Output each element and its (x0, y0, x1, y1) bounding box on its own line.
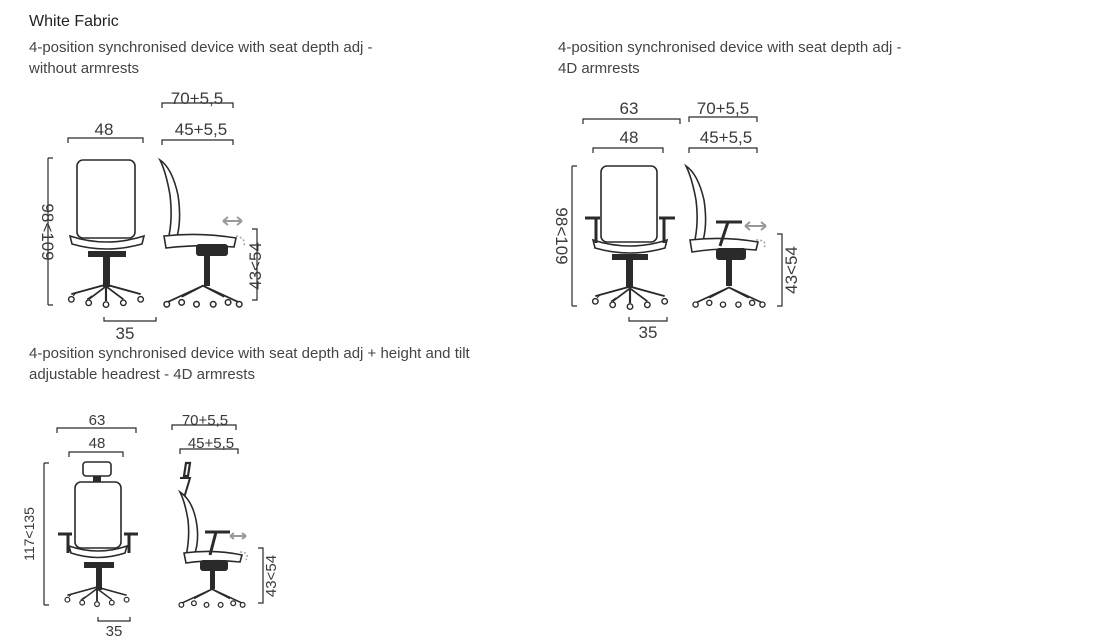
variant-1-description: 4-position synchronised device with seat… (29, 39, 373, 77)
variant-2-height-label: 98<109 (552, 207, 571, 264)
variant-3-seat-height-label: 43<54 (263, 555, 280, 597)
variant-2-depth-top-label: 70+5,5 (697, 99, 749, 118)
variant-2-description: 4-position synchronised device with seat… (558, 39, 902, 77)
variant-3-width-top-label: 63 (89, 412, 106, 429)
variant-2-width-label: 48 (620, 128, 639, 147)
variant-1-depth-top-label: 70+5,5 (171, 89, 223, 108)
variant-3-depth-top-label: 70+5,5 (182, 412, 228, 429)
variant-2-front-view (571, 118, 681, 322)
variant-2-side-view (683, 116, 783, 307)
variant-1-side-view (157, 102, 258, 301)
variant-1-depth-label: 45+5,5 (175, 120, 227, 139)
variant-1-base-label: 35 (116, 324, 135, 343)
variant-2-drawing: 63 48 98<109 35 70+5,5 45+5,5 43<54 (552, 99, 801, 342)
variant-3-front-view (43, 427, 138, 622)
variant-1-seat-height-label: 43<54 (246, 242, 265, 290)
variant-2-depth-label: 45+5,5 (700, 128, 752, 147)
variant-2-base-label: 35 (639, 323, 658, 342)
variant-2-width-top-label: 63 (620, 99, 639, 118)
variant-3-depth-label: 45+5,5 (188, 435, 234, 452)
variant-3-height-label: 117<135 (21, 507, 37, 561)
variant-2-seat-height-label: 43<54 (782, 246, 801, 294)
variant-3-width-label: 48 (89, 435, 106, 452)
variant-3-side-view (171, 424, 264, 604)
variant-1-front-view (47, 137, 157, 322)
page-title: White Fabric (29, 13, 119, 30)
variant-1-width-label: 48 (95, 120, 114, 139)
variant-3-description: 4-position synchronised device with seat… (29, 345, 470, 383)
variant-1-height-label: 98<109 (38, 203, 57, 260)
variant-3-drawing: 63 48 117<135 35 70+5,5 45+5,5 43<54 (21, 412, 280, 640)
variant-3-base-label: 35 (106, 623, 123, 640)
variant-1-drawing: 48 98<109 35 70+5,5 45+5,5 43<54 (38, 89, 265, 343)
